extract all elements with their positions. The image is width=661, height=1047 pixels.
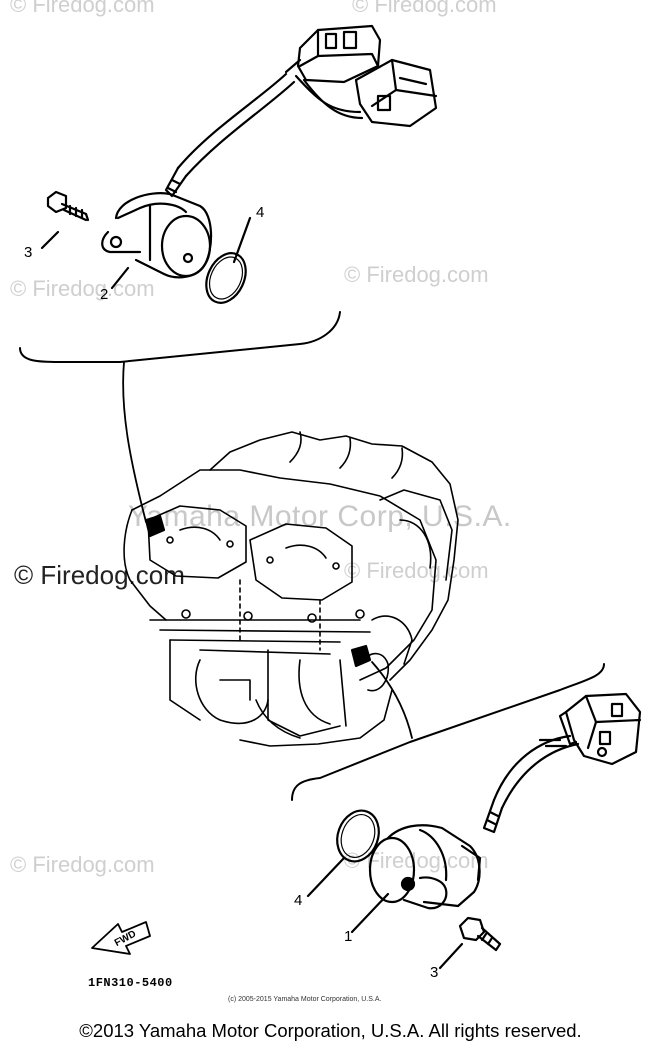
top-bolt: [46, 190, 90, 222]
diagram-part-number: 1FN310-5400: [88, 976, 173, 990]
top-sensor: [101, 192, 213, 279]
watermark: © Firedog.com: [344, 262, 489, 287]
watermark: © Firedog.com: [10, 276, 155, 301]
watermark: © Firedog.com: [10, 0, 155, 17]
top-connector: [164, 24, 438, 198]
watermark: © Firedog.com: [344, 848, 489, 873]
watermark: © Firedog.com: [10, 852, 155, 877]
watermark: © Firedog.com: [352, 0, 497, 17]
callout-top-sensor: 2: [100, 286, 109, 303]
bottom-bolt: [458, 916, 502, 952]
callout-bottom-bolt: 3: [430, 964, 439, 981]
watermark: © Firedog.com: [344, 558, 489, 583]
bottom-oring: [336, 809, 380, 863]
copyright-small: (c) 2005-2015 Yamaha Motor Corporation, …: [228, 996, 382, 1003]
copyright-notice: ©2013 Yamaha Motor Corporation, U.S.A. A…: [79, 1020, 582, 1041]
top-oring: [205, 252, 247, 304]
engine-block: [123, 431, 459, 747]
bottom-connector: [482, 692, 642, 834]
bottom-sensor: [368, 824, 482, 910]
watermark: © Firedog.com: [14, 560, 185, 590]
callout-top-oring: 4: [256, 204, 265, 221]
callout-top-bolt: 3: [24, 244, 33, 261]
callout-bottom-sensor: 1: [344, 928, 353, 945]
callout-bottom-oring: 4: [294, 892, 303, 909]
sensor-location-marker: [144, 514, 372, 668]
fwd-arrow-icon: [91, 921, 151, 955]
